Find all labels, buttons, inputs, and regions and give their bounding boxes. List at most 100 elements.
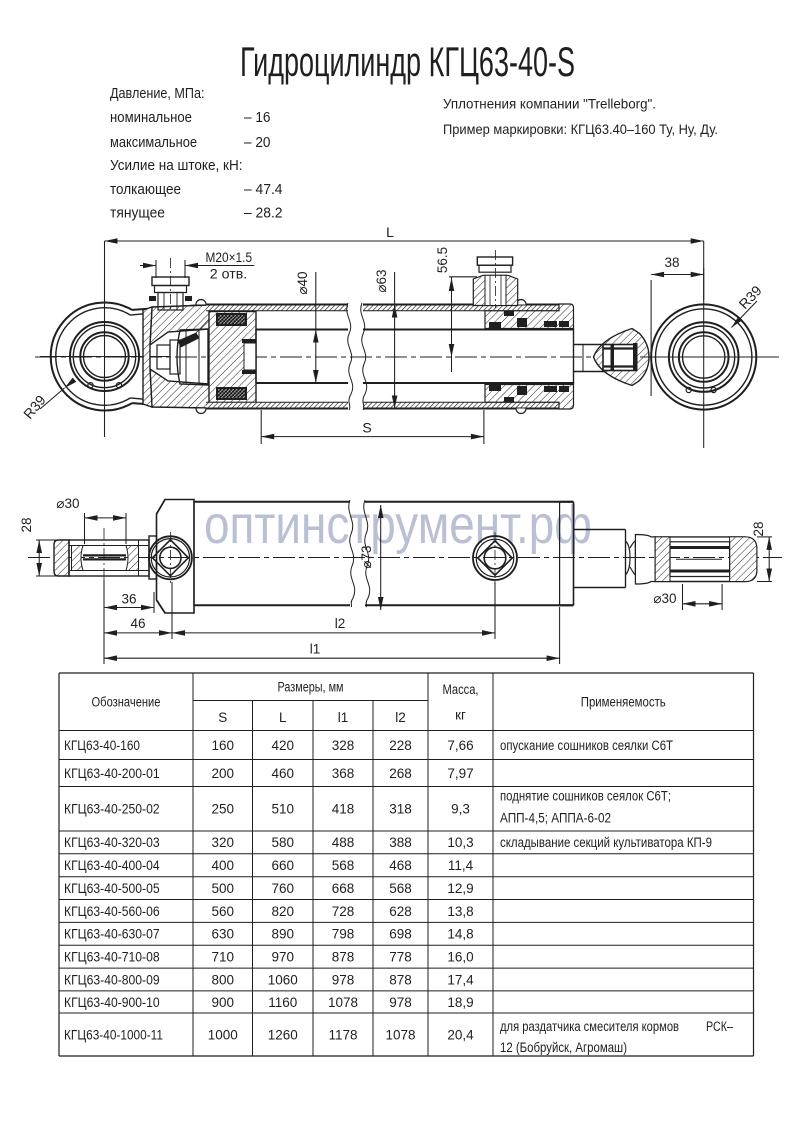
svg-text:КГЦ63-40-630-07: КГЦ63-40-630-07 (64, 927, 160, 942)
svg-text:7,97: 7,97 (447, 766, 473, 781)
svg-text:КГЦ63-40-500-05: КГЦ63-40-500-05 (64, 881, 160, 896)
svg-text:l1: l1 (310, 642, 321, 657)
svg-text:268: 268 (389, 766, 412, 781)
svg-text:418: 418 (332, 802, 355, 817)
svg-text:тянущее: тянущее (110, 205, 165, 221)
svg-text:17,4: 17,4 (447, 972, 474, 987)
svg-text:⌀63: ⌀63 (374, 269, 389, 292)
svg-text:1000: 1000 (208, 1027, 238, 1042)
svg-text:номинальное: номинальное (110, 110, 192, 126)
svg-text:580: 580 (271, 835, 294, 850)
svg-text:400: 400 (211, 858, 234, 873)
svg-text:КГЦ63-40-800-09: КГЦ63-40-800-09 (64, 972, 160, 987)
svg-text:– 28.2: – 28.2 (244, 205, 283, 221)
svg-text:20,4: 20,4 (447, 1027, 474, 1042)
svg-text:Применяемость: Применяемость (581, 695, 666, 710)
svg-text:970: 970 (271, 949, 294, 964)
svg-text:толкающее: толкающее (110, 182, 181, 198)
svg-text:698: 698 (389, 927, 412, 942)
svg-text:1160: 1160 (268, 995, 297, 1010)
svg-text:S: S (362, 420, 371, 436)
svg-text:l2: l2 (395, 710, 406, 725)
svg-text:510: 510 (271, 802, 294, 817)
svg-text:560: 560 (211, 904, 234, 919)
svg-text:11,4: 11,4 (448, 858, 474, 873)
svg-text:890: 890 (271, 927, 294, 942)
svg-text:388: 388 (389, 835, 412, 850)
svg-text:Усилие на штоке, кН:: Усилие на штоке, кН: (110, 158, 243, 174)
svg-text:КГЦ63-40-710-08: КГЦ63-40-710-08 (64, 949, 160, 964)
svg-text:668: 668 (332, 881, 355, 896)
svg-text:КГЦ63-40-320-03: КГЦ63-40-320-03 (64, 835, 160, 850)
svg-text:368: 368 (332, 766, 355, 781)
svg-text:800: 800 (211, 972, 234, 987)
svg-text:КГЦ63-40-200-01: КГЦ63-40-200-01 (64, 766, 160, 781)
svg-text:Масса,: Масса, (443, 682, 479, 697)
svg-text:⌀73: ⌀73 (359, 545, 374, 568)
svg-text:КГЦ63-40-900-10: КГЦ63-40-900-10 (64, 995, 160, 1010)
svg-text:Гидроцилиндр КГЦ63-40-S: Гидроцилиндр КГЦ63-40-S (240, 38, 575, 85)
svg-text:⌀30: ⌀30 (56, 496, 79, 511)
svg-text:L: L (279, 710, 287, 725)
svg-text:160: 160 (211, 738, 234, 753)
svg-text:46: 46 (130, 616, 145, 631)
svg-text:1078: 1078 (328, 995, 358, 1010)
svg-text:АПП-4,5; АППА-6-02: АПП-4,5; АППА-6-02 (500, 811, 611, 826)
svg-text:7,66: 7,66 (447, 738, 473, 753)
svg-text:поднятие сошников сеялок С6Т;: поднятие сошников сеялок С6Т; (500, 789, 671, 804)
svg-text:для раздатчика смесителя кормо: для раздатчика смесителя кормов (500, 1019, 679, 1034)
svg-text:320: 320 (211, 835, 234, 850)
svg-text:Уплотнения компании "Trellebor: Уплотнения компании "Trelleborg". (443, 95, 656, 111)
svg-text:12,9: 12,9 (447, 881, 473, 896)
svg-text:56.5: 56.5 (435, 247, 450, 273)
svg-text:978: 978 (332, 972, 355, 987)
svg-text:– 20: – 20 (244, 135, 271, 151)
svg-text:максимальное: максимальное (110, 135, 197, 151)
svg-text:878: 878 (332, 949, 355, 964)
svg-text:14,8: 14,8 (447, 927, 473, 942)
svg-text:12 (Бобруйск, Агромаш): 12 (Бобруйск, Агромаш) (500, 1040, 627, 1055)
svg-text:2 отв.: 2 отв. (210, 267, 248, 282)
svg-text:10,3: 10,3 (447, 835, 473, 850)
svg-text:878: 878 (389, 972, 412, 987)
svg-text:760: 760 (271, 881, 294, 896)
svg-text:568: 568 (389, 881, 412, 896)
svg-text:420: 420 (271, 738, 294, 753)
svg-text:630: 630 (211, 927, 234, 942)
svg-text:оптинструмент.рф: оптинструмент.рф (204, 495, 592, 555)
svg-text:1178: 1178 (328, 1027, 357, 1042)
svg-text:18,9: 18,9 (447, 995, 473, 1010)
svg-text:складывание секций культиватор: складывание секций культиватора КП-9 (500, 835, 712, 850)
svg-text:28: 28 (751, 521, 766, 536)
svg-text:Размеры, мм: Размеры, мм (278, 679, 344, 694)
svg-text:488: 488 (332, 835, 355, 850)
svg-text:468: 468 (389, 858, 412, 873)
svg-text:1078: 1078 (385, 1027, 415, 1042)
svg-text:КГЦ63-40-560-06: КГЦ63-40-560-06 (64, 904, 160, 919)
svg-text:500: 500 (211, 881, 234, 896)
svg-text:⌀30: ⌀30 (653, 591, 676, 606)
svg-text:КГЦ63-40-250-02: КГЦ63-40-250-02 (64, 802, 160, 817)
svg-text:Пример маркировки: КГЦ63.40–16: Пример маркировки: КГЦ63.40–160 Ту, Ну, … (443, 121, 718, 137)
svg-text:38: 38 (664, 255, 679, 270)
svg-text:36: 36 (121, 592, 136, 607)
svg-text:КГЦ63-40-400-04: КГЦ63-40-400-04 (64, 858, 160, 873)
svg-text:900: 900 (211, 995, 234, 1010)
svg-text:16,0: 16,0 (447, 949, 473, 964)
svg-text:778: 778 (389, 949, 412, 964)
svg-text:1260: 1260 (268, 1027, 298, 1042)
svg-text:628: 628 (389, 904, 412, 919)
svg-text:28: 28 (19, 517, 34, 532)
svg-text:L: L (386, 224, 394, 240)
svg-text:l1: l1 (338, 710, 349, 725)
svg-text:798: 798 (332, 927, 355, 942)
svg-text:200: 200 (211, 766, 234, 781)
svg-text:328: 328 (332, 738, 355, 753)
svg-text:КГЦ63-40-160: КГЦ63-40-160 (64, 738, 140, 753)
svg-text:978: 978 (389, 995, 412, 1010)
svg-text:250: 250 (211, 802, 234, 817)
svg-text:228: 228 (389, 738, 412, 753)
svg-text:КГЦ63-40-1000-11: КГЦ63-40-1000-11 (64, 1027, 163, 1042)
svg-text:728: 728 (332, 904, 355, 919)
svg-text:460: 460 (271, 766, 294, 781)
